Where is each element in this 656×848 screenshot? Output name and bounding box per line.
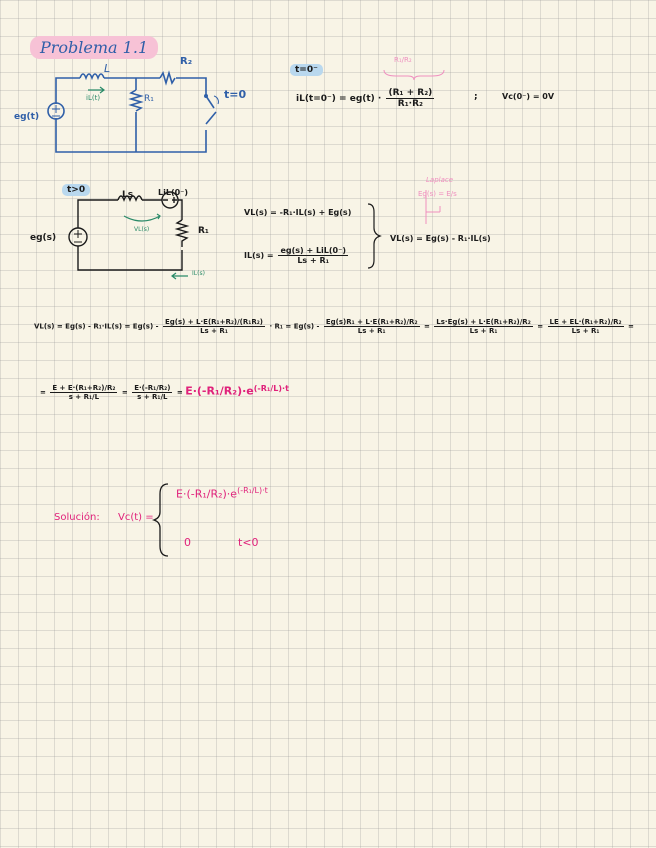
solution-case2-condition: t<0 <box>238 536 259 549</box>
deriv-p1: VL(s) = Eg(s) - R₁·IL(s) = Eg(s) - <box>34 322 159 331</box>
system-eq2-den: Ls + R₁ <box>297 256 330 265</box>
deriv-f3-num: Ls·Eg(s) + L·E(R₁+R₂)/R₂ <box>434 318 533 327</box>
simp-result-exp: (-R₁/L)·t <box>253 384 289 394</box>
circuit-1-wires <box>55 77 217 153</box>
initial-equation: iL(t=0⁻) = eg(t) · (R₁ + R₂) R₁·R₂ <box>296 88 436 109</box>
circuit-2-voltage-arrow <box>123 213 161 222</box>
simp-p1: = <box>121 388 128 397</box>
simp-f2-den: s + R₁/L <box>137 393 168 401</box>
deriv-p2: · R₁ = <box>269 322 292 331</box>
deriv-p4: = <box>423 322 430 331</box>
laplace-sketch <box>425 190 441 224</box>
deriv-f2-den: Ls + R₁ <box>357 327 386 335</box>
solution-case2-value: 0 <box>184 536 191 549</box>
current-label: iL(t) <box>86 94 101 102</box>
simp-f1: E + E·(R₁+R₂)/R₂ s + R₁/L <box>50 384 118 401</box>
laplace-eq: Eg(s) = E/s <box>418 190 457 198</box>
initial-den: R₁·R₂ <box>397 99 423 109</box>
deriv-p6: = <box>628 322 634 331</box>
system-eq1: VL(s) = -R₁·IL(s) + Eg(s) <box>244 208 352 217</box>
inductor-label: L <box>104 62 111 75</box>
deriv-f2-num: Eg(s)R₁ + L·E(R₁+R₂)/R₂ <box>323 318 420 327</box>
system-eq2: IL(s) = eg(s) + LiL(0⁻) Ls + R₁ <box>244 246 350 265</box>
simp-f1-den: s + R₁/L <box>68 393 100 401</box>
simplify-line: = E + E·(R₁+R₂)/R₂ s + R₁/L = E·(-R₁/R₂)… <box>40 384 289 401</box>
deriv-f3: Ls·Eg(s) + L·E(R₁+R₂)/R₂ Ls + R₁ <box>434 318 533 335</box>
deriv-f1-den: Ls + R₁ <box>200 327 228 335</box>
initial-num: (R₁ + R₂) <box>386 88 435 99</box>
solution-label: Solución: <box>54 512 100 523</box>
deriv-p3: Eg(s) - <box>293 322 320 331</box>
deriv-f3-den: Ls + R₁ <box>469 327 498 335</box>
deriv-f4-num: LE + EL·(R₁+R₂)/R₂ <box>547 318 624 327</box>
deriv-f1: Eg(s) + L·E(R₁+R₂)/(R₁R₂) Ls + R₁ <box>162 318 265 335</box>
deriv-f4: LE + EL·(R₁+R₂)/R₂ Ls + R₁ <box>547 318 624 335</box>
circuit-2-resistor <box>174 219 190 247</box>
initial-vc: Vc(0⁻) = 0V <box>502 92 555 101</box>
solution-brace <box>151 483 169 557</box>
resistor2-label: R₂ <box>180 56 193 67</box>
initial-lhs: iL(t=0⁻) = eg(t) · <box>296 94 382 104</box>
system-brace <box>367 203 382 269</box>
source-label: eg(t) <box>14 112 40 122</box>
system-result: VL(s) = Eg(s) - R₁·IL(s) <box>390 234 491 243</box>
inductor-ls-label: Ls <box>122 190 134 200</box>
solution-case1-exp: (-R₁/L)·t <box>237 486 268 495</box>
initial-fraction: (R₁ + R₂) R₁·R₂ <box>386 88 435 109</box>
laplace-label: Laplace <box>426 176 454 184</box>
system-eq2-fraction: eg(s) + LiL(0⁻) Ls + R₁ <box>278 246 348 265</box>
solution-case1-expr: E·(-R₁/R₂)·e <box>176 487 238 501</box>
deriv-p5: = <box>537 322 544 331</box>
page-title: Problema 1.1 <box>30 36 159 59</box>
deriv-f1-num: Eg(s) + L·E(R₁+R₂)/(R₁R₂) <box>162 318 265 327</box>
circuit-2-inductor <box>117 195 143 202</box>
t-greater-zero-tag: t>0 <box>62 184 91 196</box>
circuit-1-resistor-r2 <box>159 70 176 86</box>
resistor1-label: R₁ <box>144 94 154 104</box>
init-source-label: LiL(0⁻) <box>158 188 189 197</box>
simp-result: E·(-R₁/R₂)·e <box>185 384 254 398</box>
switch-label: t=0 <box>224 88 247 101</box>
system-eq2-lhs: IL(s) = <box>244 251 274 260</box>
circuit-2-init-source <box>161 191 179 209</box>
il-label: IL(s) <box>192 270 205 277</box>
annot-brace <box>383 69 445 81</box>
simp-p2: = <box>176 388 183 397</box>
circuit-1-source <box>47 102 65 120</box>
vl-label: VL(s) <box>134 226 150 233</box>
simp-f1-num: E + E·(R₁+R₂)/R₂ <box>50 384 118 393</box>
source-s-label: eg(s) <box>30 233 57 243</box>
initial-sep: ; <box>474 92 478 102</box>
deriv-f2: Eg(s)R₁ + L·E(R₁+R₂)/R₂ Ls + R₁ <box>323 318 420 335</box>
simp-f2-num: E·(-R₁/R₂) <box>132 384 173 393</box>
solution-lhs: Vc(t) = <box>118 512 154 523</box>
circuit-2-current-arrow <box>171 272 188 280</box>
initial-annotation: R₁/R₂ <box>394 56 412 64</box>
simp-f2: E·(-R₁/R₂) s + R₁/L <box>132 384 173 401</box>
solution-case1: E·(-R₁/R₂)·e(-R₁/L)·t <box>176 486 268 501</box>
derivation-line: VL(s) = Eg(s) - R₁·IL(s) = Eg(s) - Eg(s)… <box>34 318 634 335</box>
circuit-2-wires <box>77 199 183 271</box>
simp-p0: = <box>40 388 46 397</box>
circuit-1-inductor <box>79 73 105 81</box>
resistor-label-2: R₁ <box>198 226 209 236</box>
circuit-2-source <box>68 227 88 247</box>
system-eq2-num: eg(s) + LiL(0⁻) <box>278 246 348 256</box>
deriv-f4-den: Ls + R₁ <box>571 327 600 335</box>
initial-tag: t=0⁻ <box>290 64 323 76</box>
circuit-1-current-arrow <box>88 86 105 94</box>
circuit-1-resistor-r1 <box>128 89 144 112</box>
